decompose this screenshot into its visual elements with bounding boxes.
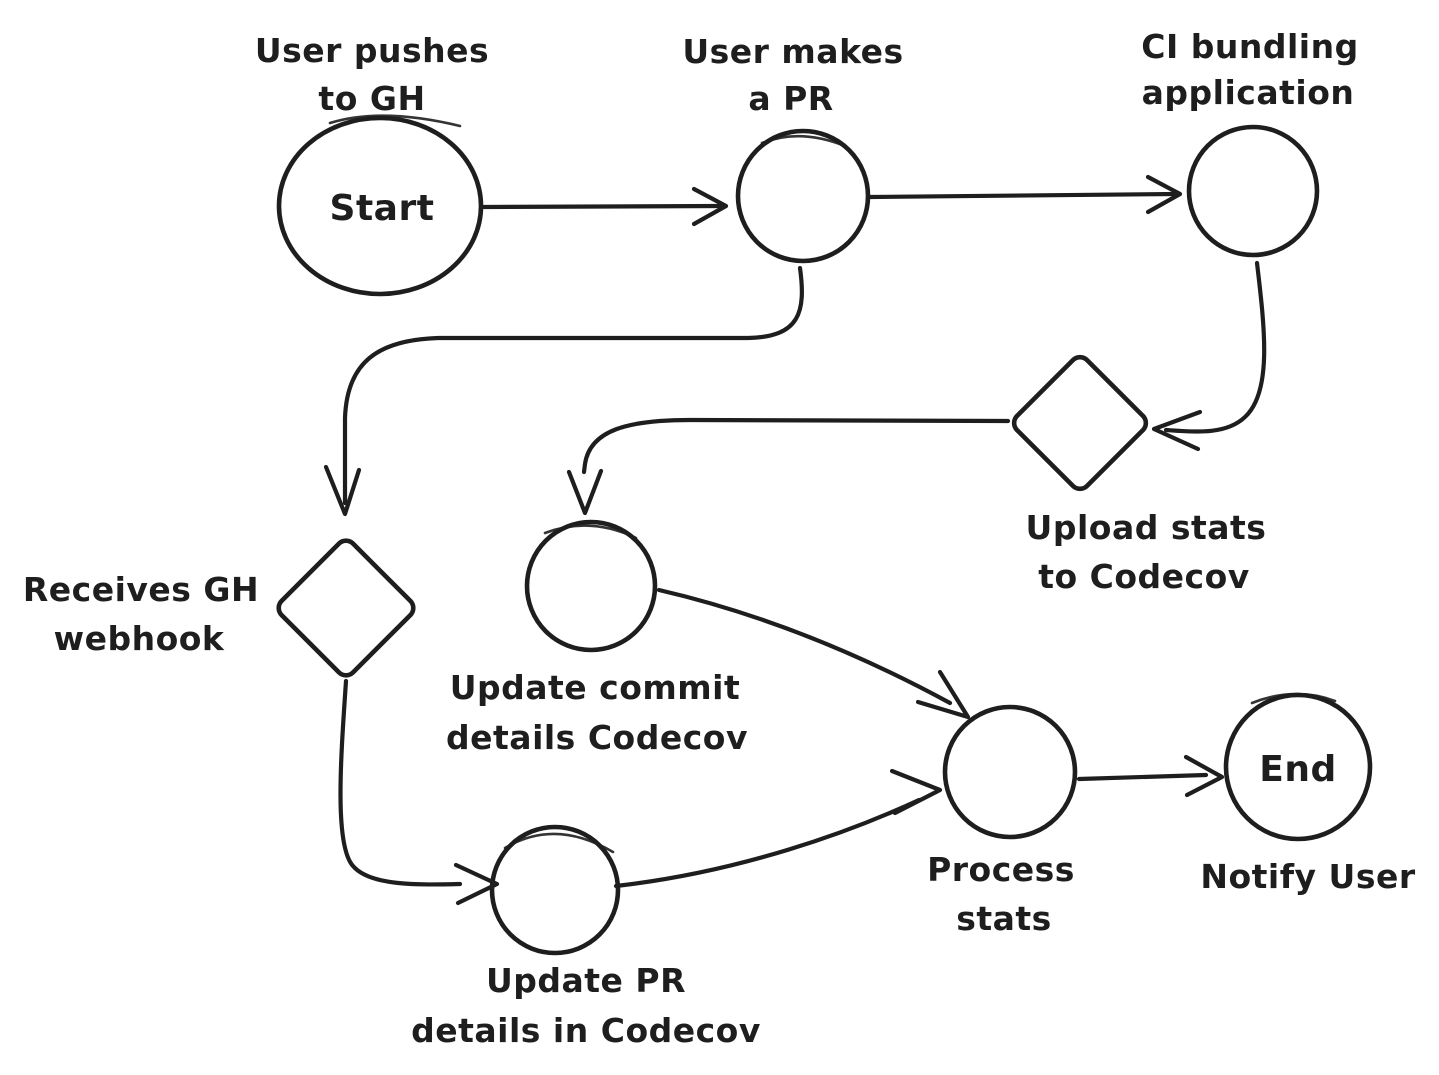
update-pr-label-line2: details in Codecov [411, 1011, 761, 1050]
ci-bundling-label-line2: application [1142, 73, 1355, 112]
user-makes-pr-label-line1: User makes [682, 32, 903, 71]
node-update-pr [489, 824, 621, 956]
update-pr-label-line1: Update PR [486, 961, 686, 1000]
text-layer: User pushes to GH Start User makes a PR … [23, 27, 1416, 1050]
node-process-stats [942, 704, 1078, 840]
edge-receives-webhook-to-update-pr [338, 678, 500, 906]
edge-line [481, 203, 725, 210]
edge-line [867, 191, 1179, 200]
edge-user-makes-pr-to-ci-bundling [867, 174, 1183, 215]
edge-line [613, 797, 922, 889]
shape-layer [276, 114, 1373, 956]
node-user-makes-pr [735, 128, 871, 264]
sketch-accent [760, 134, 847, 148]
start-label-line1: User pushes [255, 31, 489, 70]
arrowhead-icon [1145, 174, 1183, 215]
edge-update-commit-to-process-stats [656, 587, 971, 720]
node-receives-webhook [276, 538, 416, 678]
edge-upload-stats-to-update-commit [566, 417, 1011, 516]
edge-process-stats-to-end [1076, 754, 1225, 798]
sketch-accent [1250, 692, 1337, 705]
receives-webhook-diamond [276, 538, 416, 678]
edge-layer [323, 174, 1267, 906]
node-start [276, 114, 484, 297]
user-makes-pr-circle [735, 128, 871, 264]
edge-line [338, 678, 463, 887]
upload-stats-label-line1: Upload stats [1026, 508, 1267, 547]
node-upload-stats [1011, 354, 1149, 492]
end-node-text: End [1259, 749, 1337, 790]
user-makes-pr-label-line2: a PR [748, 79, 833, 118]
arrowhead-icon [1183, 754, 1225, 798]
edge-line [656, 587, 953, 706]
ci-bundling-label-line1: CI bundling [1141, 27, 1358, 66]
process-stats-label-line2: stats [956, 899, 1052, 938]
ci-bundling-circle [1186, 124, 1320, 258]
node-end [1223, 692, 1373, 842]
arrowhead-icon [1151, 409, 1203, 452]
update-pr-circle [489, 824, 621, 956]
edge-start-to-user-makes-pr [481, 186, 729, 227]
edge-ci-bundling-to-upload-stats [1151, 260, 1267, 452]
end-label-line1: Notify User [1200, 857, 1416, 896]
edge-user-makes-pr-to-receives-webhook [323, 265, 804, 517]
arrowhead-icon [453, 862, 500, 906]
edge-line [1163, 260, 1267, 434]
receives-webhook-label-line2: webhook [54, 619, 225, 658]
arrowhead-icon [691, 186, 729, 227]
arrowhead-icon [889, 768, 943, 816]
node-ci-bundling [1186, 124, 1320, 258]
update-commit-circle [524, 519, 658, 653]
start-node-text: Start [330, 188, 435, 229]
update-commit-label-line2: details Codecov [446, 718, 748, 757]
receives-webhook-label-line1: Receives GH [23, 570, 259, 609]
sketch-accent [328, 114, 462, 128]
arrowhead-icon [915, 669, 971, 720]
sketch-accent [503, 832, 615, 854]
update-commit-label-line1: Update commit [450, 668, 741, 707]
process-stats-circle [942, 704, 1078, 840]
edge-line [342, 265, 804, 506]
upload-stats-diamond [1011, 354, 1149, 492]
arrowhead-icon [566, 468, 604, 516]
upload-stats-label-line2: to Codecov [1038, 557, 1250, 596]
process-stats-label-line1: Process [927, 850, 1075, 889]
node-update-commit [524, 519, 658, 653]
start-label-line2: to GH [318, 79, 425, 118]
start-ellipse [276, 115, 484, 297]
edge-update-pr-to-process-stats [613, 768, 943, 889]
edge-line [581, 417, 1011, 475]
sketch-accent [543, 524, 638, 540]
arrowhead-icon [323, 464, 362, 517]
edge-line [1076, 772, 1209, 782]
